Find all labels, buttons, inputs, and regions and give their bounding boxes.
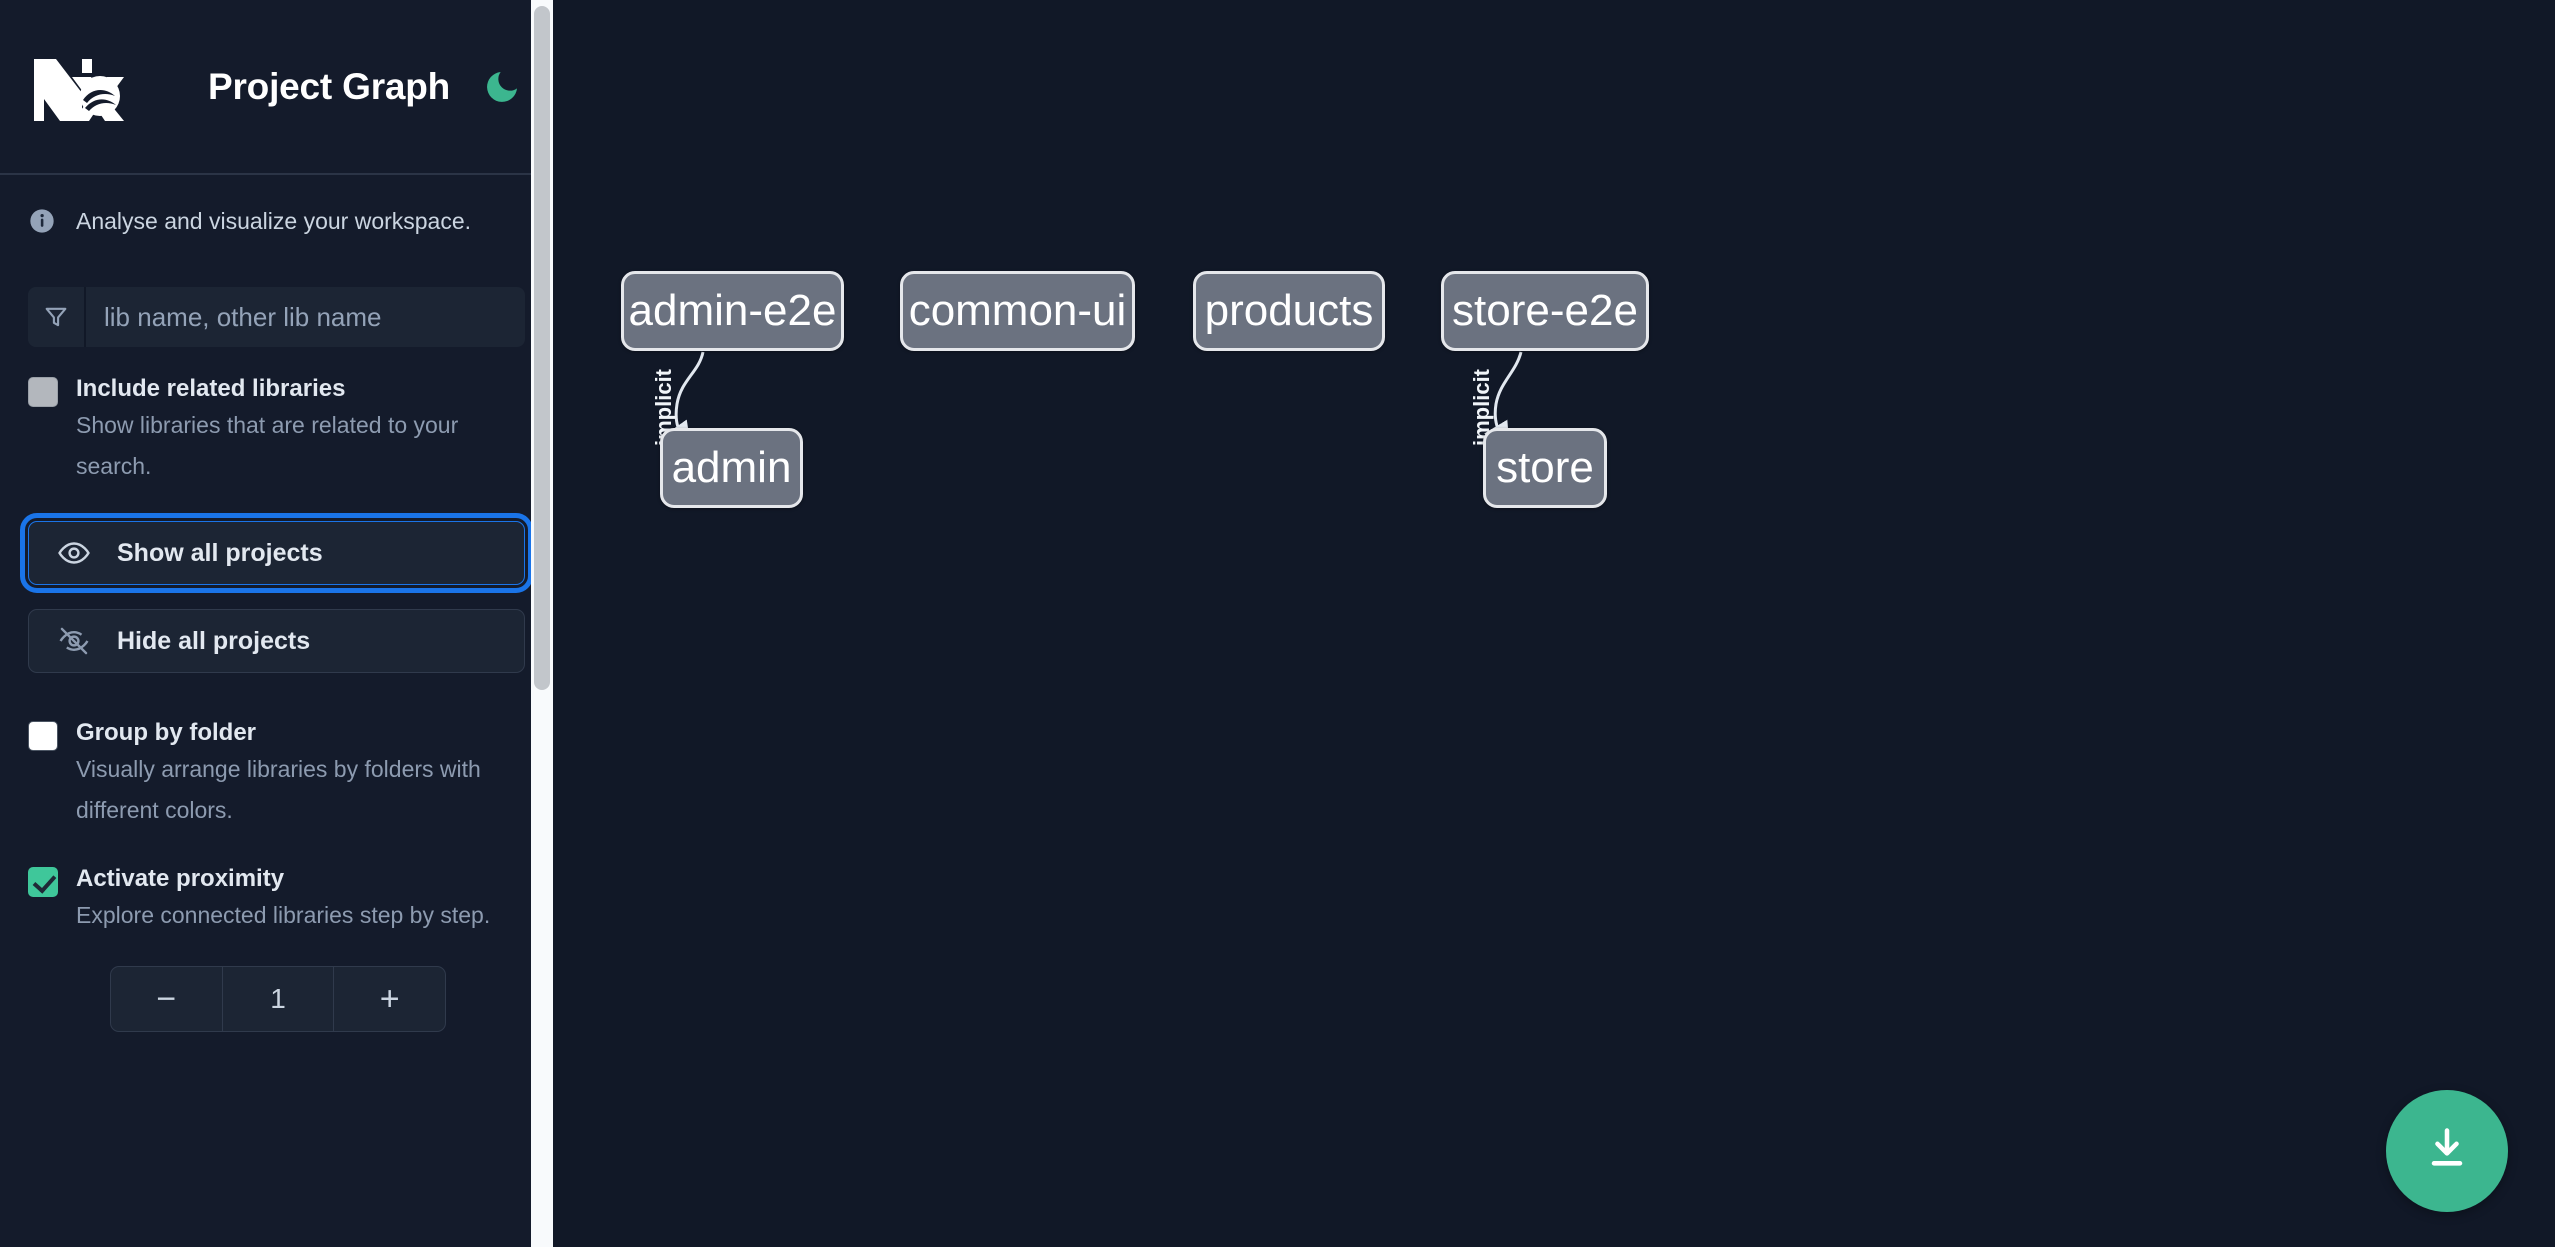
show-all-projects-button[interactable]: Show all projects (20, 513, 533, 593)
option-label: Activate proximity (76, 865, 285, 892)
option-description: Visually arrange libraries by folders wi… (76, 756, 481, 823)
proximity-increment-button[interactable]: + (379, 979, 400, 1018)
graph-edges (664, 351, 1523, 450)
graph-node-products[interactable]: products (1193, 271, 1385, 351)
workspace-info-text: Analyse and visualize your workspace. (76, 207, 472, 234)
hide-all-projects-button[interactable]: Hide all projects (28, 609, 525, 673)
proximity-stepper[interactable]: − 1 + (110, 966, 446, 1032)
page-title: Project Graph (208, 65, 451, 107)
sidebar-scrollbar-thumb[interactable] (534, 6, 550, 690)
checkbox-activate-proximity[interactable] (28, 867, 58, 897)
graph-node-admin-e2e[interactable]: admin-e2e (621, 271, 844, 351)
download-icon (2421, 1123, 2473, 1180)
option-activate-proximity[interactable]: Activate proximity Explore connected lib… (0, 831, 553, 936)
search-input[interactable] (86, 287, 525, 347)
option-group-by-folder[interactable]: Group by folder Visually arrange librari… (0, 673, 553, 831)
show-all-projects-label: Show all projects (117, 538, 323, 567)
graph-node-store-e2e[interactable]: store-e2e (1441, 271, 1649, 351)
option-include-related-libraries[interactable]: Include related libraries Show libraries… (0, 347, 553, 487)
nx-logo-icon (28, 53, 124, 121)
project-graph-canvas[interactable]: implicit implicit admin-e2e common-ui pr… (553, 0, 2555, 1247)
option-text-group: Activate proximity Explore connected lib… (76, 863, 490, 936)
graph-node-admin[interactable]: admin (660, 428, 803, 508)
checkbox-include-related-libraries (28, 377, 58, 407)
hide-all-projects-label: Hide all projects (117, 626, 311, 655)
option-description: Show libraries that are related to your … (76, 412, 459, 479)
sidebar: Project Graph Analyse and visualize your… (0, 0, 553, 1247)
sidebar-header: Project Graph (0, 0, 553, 175)
option-label: Group by folder (76, 719, 256, 746)
graph-node-common-ui[interactable]: common-ui (900, 271, 1135, 351)
spacer (0, 487, 553, 521)
download-button[interactable] (2386, 1090, 2508, 1212)
checkbox-group-by-folder[interactable] (28, 721, 58, 751)
option-label: Include related libraries (76, 375, 346, 402)
info-icon (28, 207, 56, 235)
spacer (0, 585, 553, 609)
search-field[interactable] (28, 287, 525, 347)
graph-node-store[interactable]: store (1483, 428, 1607, 508)
workspace-info: Analyse and visualize your workspace. (0, 175, 553, 265)
filter-icon[interactable] (28, 287, 86, 347)
proximity-decrement-button[interactable]: − (156, 979, 177, 1018)
proximity-value: 1 (221, 967, 335, 1031)
sidebar-body: Analyse and visualize your workspace. In… (0, 175, 553, 1032)
eye-icon (57, 536, 91, 570)
option-text-group: Group by folder Visually arrange librari… (76, 717, 525, 831)
eye-off-icon (57, 624, 91, 658)
option-text-group: Include related libraries Show libraries… (76, 373, 525, 487)
moon-icon[interactable] (480, 65, 524, 109)
option-description: Explore connected libraries step by step… (76, 902, 491, 928)
sidebar-scrollbar[interactable] (531, 0, 553, 1247)
